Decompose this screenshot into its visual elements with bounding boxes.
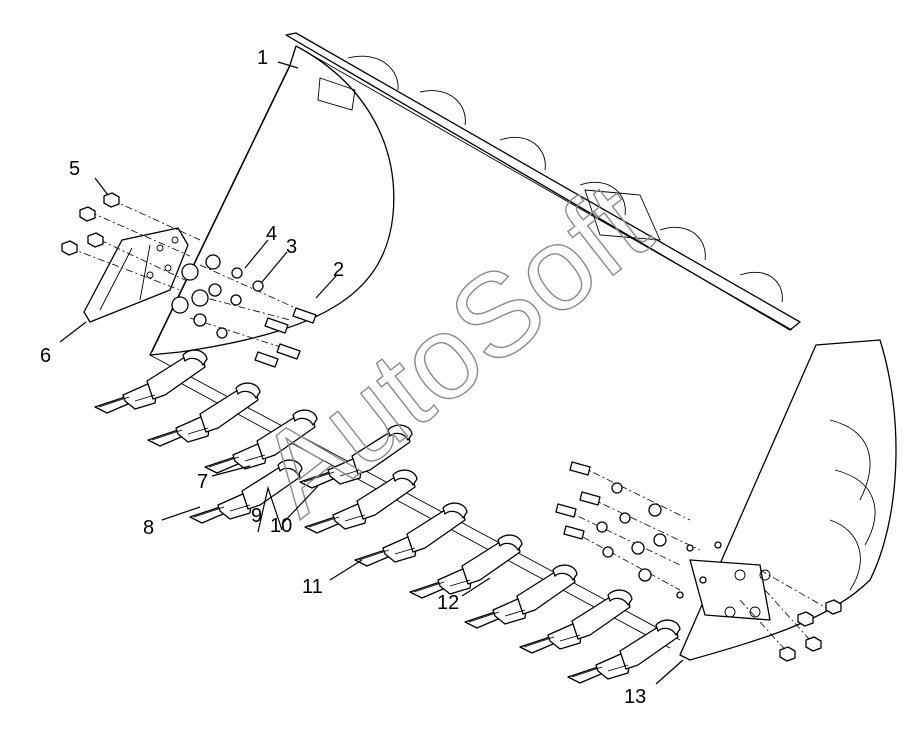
callout-2: 2 <box>333 259 344 281</box>
tooth-assembly <box>567 619 681 684</box>
side-cutter-left <box>83 227 189 323</box>
tooth-assembly <box>304 469 418 534</box>
tooth-assembly <box>299 424 413 489</box>
bucket-body <box>149 32 897 661</box>
left-hardware <box>61 192 317 368</box>
callout-5: 5 <box>69 158 80 180</box>
callout-4: 4 <box>266 223 277 245</box>
tooth-assembly <box>464 564 578 629</box>
callout-7: 7 <box>197 471 208 493</box>
callout-3: 3 <box>286 236 297 258</box>
tooth-assembly <box>519 589 633 654</box>
callout-9: 9 <box>251 505 262 527</box>
right-hardware <box>555 461 842 662</box>
callout-leaders <box>59 61 684 685</box>
callout-8: 8 <box>143 517 154 539</box>
tooth-assembly <box>409 534 523 599</box>
callout-6: 6 <box>40 345 51 367</box>
callout-11: 11 <box>302 576 323 598</box>
callout-1: 1 <box>257 47 268 69</box>
tooth-assembly <box>354 502 468 567</box>
callouts: 1 2 3 4 5 6 7 8 9 10 11 12 13 <box>40 47 646 708</box>
tooth-assembly <box>147 382 261 447</box>
callout-10: 10 <box>270 515 292 537</box>
callout-13: 13 <box>624 686 646 708</box>
callout-12: 12 <box>437 592 459 614</box>
tooth-assembly <box>189 459 303 524</box>
tooth-assembly <box>204 409 318 474</box>
tooth-assembly <box>94 349 208 414</box>
teeth-row <box>94 349 681 684</box>
